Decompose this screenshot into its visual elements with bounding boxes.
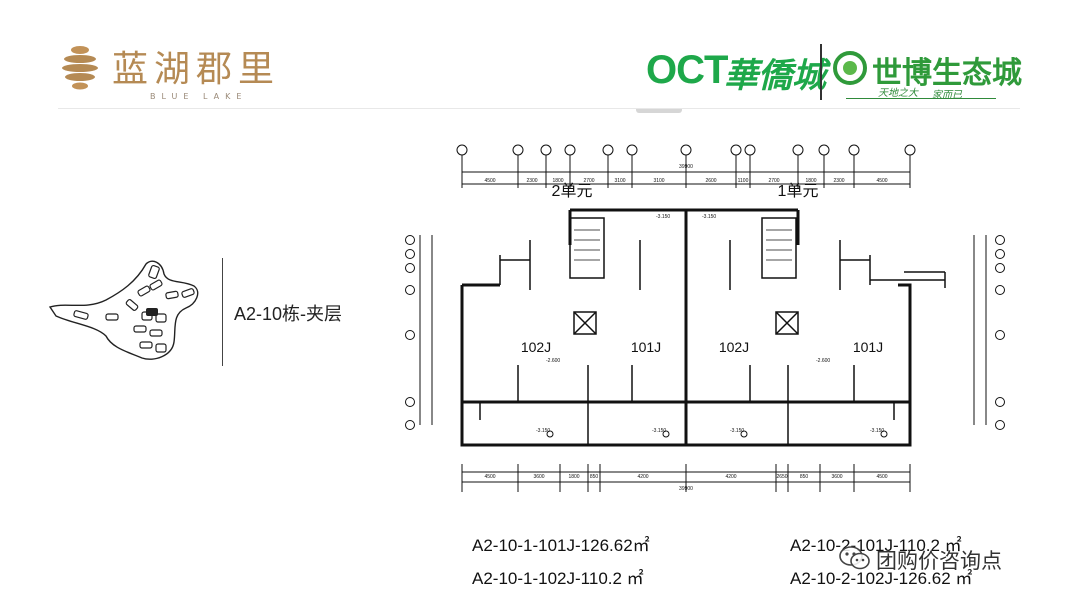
svg-text:39900: 39900 [679,486,693,492]
room-102j-right: 102J [719,339,749,355]
room-101j-left: 101J [631,339,661,355]
unit-area-left-2: A2-10-1-102J-110.2 ㎡ [472,569,644,588]
svg-text:4500: 4500 [484,178,495,184]
partner-slogan-a: 天地之大 [878,88,918,99]
svg-text:-3.150: -3.150 [870,428,884,434]
svg-text:2300: 2300 [526,178,537,184]
slogan-underline [846,98,996,99]
svg-text:2600: 2600 [705,178,716,184]
svg-text:1800: 1800 [568,474,579,480]
shibo-leaf-icon [832,50,868,90]
svg-text:1800: 1800 [805,178,816,184]
partner-slogan-b: 家而已 [932,90,962,101]
partner-name: 世博生态城 [872,56,1022,91]
room-102j-left: 102J [521,339,551,355]
project-name-en: BLUE LAKE [150,92,248,101]
svg-text:2700: 2700 [583,178,594,184]
svg-text:4200: 4200 [725,474,736,480]
svg-text:850: 850 [800,474,809,480]
header-notch [636,109,682,113]
blue-lake-logo-icon [60,42,100,94]
unit-area-right-1: A2-10-2-101J-110.2 ㎡ [790,536,962,555]
wechat-icon [838,544,872,572]
room-101j-right: 101J [853,339,883,355]
svg-text:4500: 4500 [876,178,887,184]
svg-text:3600: 3600 [831,474,842,480]
svg-text:3100: 3100 [614,178,625,184]
svg-text:-3.150: -3.150 [652,428,666,434]
svg-text:-3.150: -3.150 [730,428,744,434]
svg-text:3600: 3600 [533,474,544,480]
svg-text:1800: 1800 [552,178,563,184]
svg-text:1100: 1100 [738,178,749,184]
floor-plan: 4500 2300 1800 2700 3100 3100 2600 1100 … [405,144,1005,492]
svg-text:850: 850 [590,474,599,480]
header-divider [58,108,1020,109]
svg-text:-3.150: -3.150 [702,214,716,220]
building-label: A2-10栋-夹层 [234,304,343,324]
bottom-dimension-labels: 4500 3600 1800 850 4200 4200 2650 850 36… [484,474,887,492]
svg-text:-2.600: -2.600 [546,358,560,364]
top-dimension-labels: 4500 2300 1800 2700 3100 3100 2600 1100 … [484,164,887,184]
level-labels: -3.150 -3.150 -2.600 -2.600 -3.150 -3.15… [536,214,884,434]
svg-text:3100: 3100 [653,178,664,184]
svg-text:-3.150: -3.150 [536,428,550,434]
unit-1-label: 1单元 [778,182,819,200]
svg-text:-2.600: -2.600 [816,358,830,364]
svg-text:2300: 2300 [833,178,844,184]
oct-cn-logo: 華僑城 [724,56,826,96]
svg-text:2700: 2700 [768,178,779,184]
svg-text:39900: 39900 [679,164,693,170]
logo-divider [820,44,822,100]
svg-text:2650: 2650 [776,474,787,480]
svg-text:4500: 4500 [484,474,495,480]
svg-text:4500: 4500 [876,474,887,480]
watermark-text: 团购价咨询点 [876,549,1002,573]
svg-text:-3.150: -3.150 [656,214,670,220]
unit-area-right-2: A2-10-2-102J-126.62 ㎡ [790,569,973,588]
project-name-cn: 蓝湖郡里 [112,49,281,90]
site-map-thumbnail [46,252,206,371]
unit-area-left-1: A2-10-1-101J-126.62㎡ [472,536,650,555]
svg-text:4200: 4200 [637,474,648,480]
building-divider [222,258,223,366]
oct-logo: OCT [646,48,728,92]
unit-2-label: 2单元 [552,182,593,200]
top-axis-markers [456,144,916,156]
